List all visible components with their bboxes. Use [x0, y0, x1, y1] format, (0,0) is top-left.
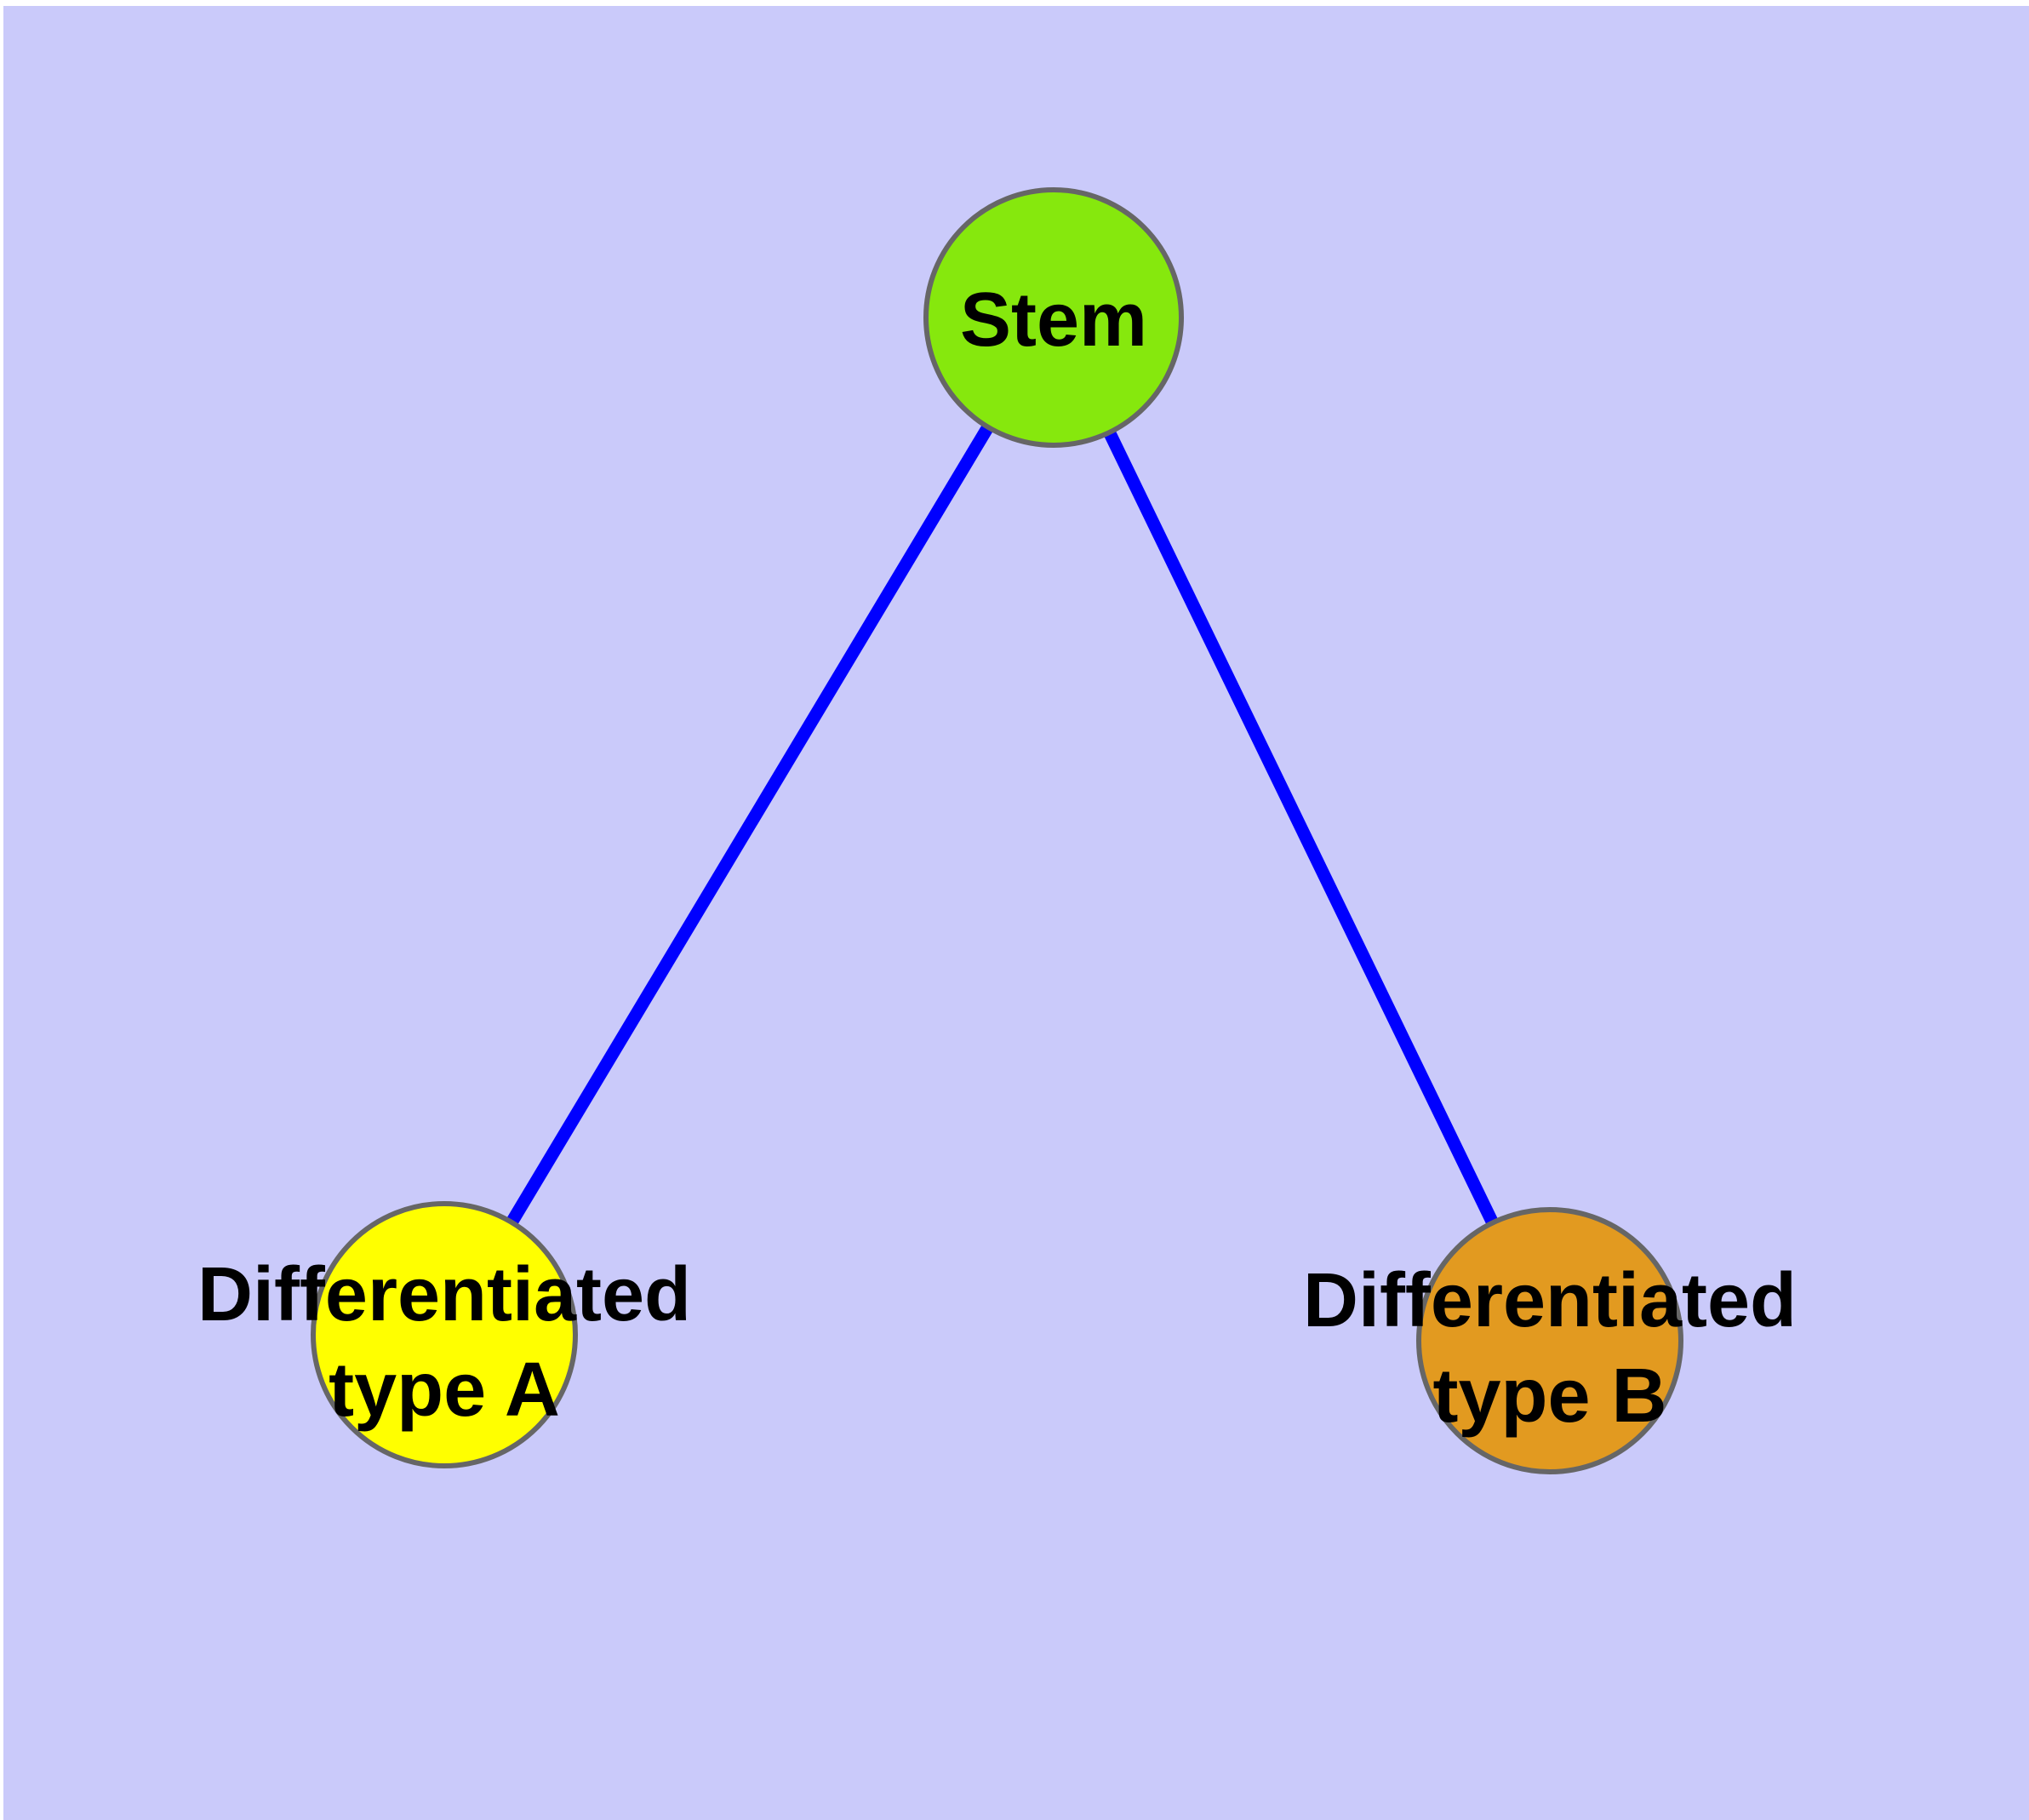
node-stem-label: Stem [960, 278, 1147, 363]
node-differentiated-type-b-label-line1: Differentiated [1303, 1258, 1797, 1343]
node-differentiated-type-a: Differentiated type A [197, 1201, 691, 1468]
node-differentiated-type-b-label-line2: type B [1432, 1354, 1666, 1439]
node-differentiated-type-a-label-line1: Differentiated [197, 1252, 691, 1337]
node-differentiated-type-b-circle [1416, 1207, 1683, 1474]
node-stem: Stem [923, 187, 1184, 448]
node-stem-circle [923, 187, 1184, 448]
edge-layer [438, 314, 1556, 1344]
node-differentiated-type-b: Differentiated type B [1303, 1207, 1797, 1474]
node-differentiated-type-a-circle [311, 1201, 578, 1468]
node-differentiated-type-a-label-line2: type A [329, 1348, 560, 1433]
edge-stem-to-type-a [438, 314, 1060, 1338]
edge-stem-to-type-b [1048, 314, 1556, 1344]
